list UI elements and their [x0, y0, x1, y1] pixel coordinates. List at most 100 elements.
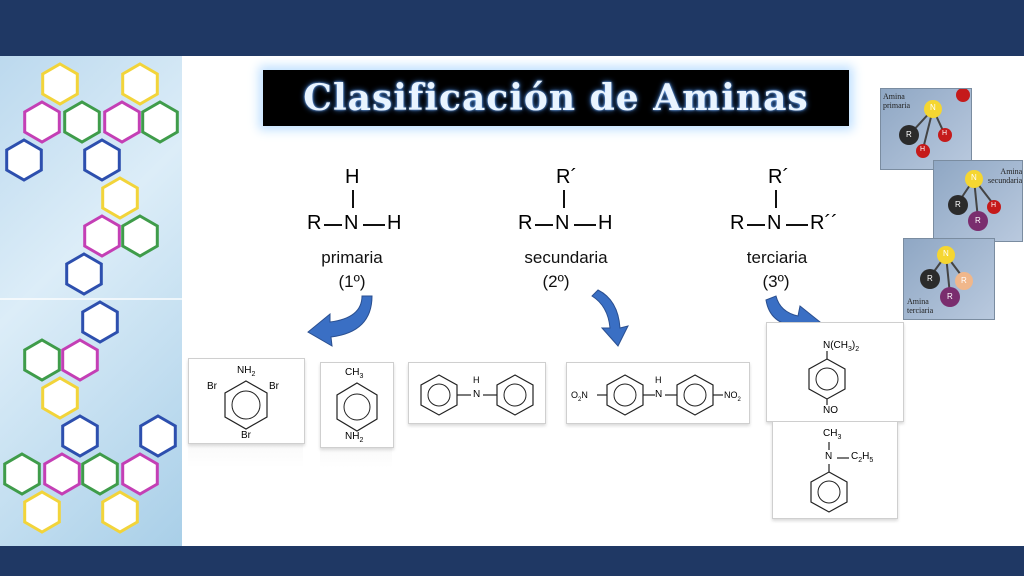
group-text: C	[851, 451, 859, 462]
bond-vertical	[352, 190, 354, 208]
atom-top: H	[345, 166, 360, 188]
group-subscript: 3	[359, 373, 364, 380]
caption-line-1: Amina	[907, 297, 929, 306]
atom-h: H	[991, 202, 997, 209]
class-label: primaria	[321, 248, 383, 267]
benzene-ring-graphic	[336, 382, 378, 432]
atom-n: N	[655, 389, 663, 400]
order-label: (3º)	[762, 272, 790, 291]
benzene-ring-graphic	[808, 351, 846, 405]
group-subscript: 2	[359, 437, 364, 444]
bond-right	[363, 224, 385, 226]
benzene-ring-graphic	[224, 380, 268, 430]
group-text: NO	[724, 390, 738, 400]
title-banner: Clasificación de Aminas	[263, 70, 849, 126]
benzene-ring-graphic	[810, 442, 849, 513]
atom-h: H	[473, 375, 480, 385]
bottom-frame-bar	[0, 546, 1024, 576]
atom-r: R	[975, 216, 981, 225]
group-text: NH	[345, 431, 360, 442]
group-subscript-2: 2	[855, 346, 860, 353]
group-subscript: 2	[578, 396, 582, 403]
group-text: O	[571, 390, 579, 400]
page-title: Clasificación de Aminas	[303, 77, 809, 119]
molecule-tribromoanilina: NH2 Br Br Br	[188, 358, 305, 444]
atom-n: N	[930, 103, 936, 112]
group-nh2: NH2	[237, 365, 255, 378]
group-subscript-2: 5	[869, 457, 874, 464]
molecule-model-graphic	[899, 89, 970, 158]
top-frame-bar	[0, 0, 1024, 56]
atom-r: R	[947, 292, 953, 301]
group-text: CH	[823, 428, 838, 439]
reflection-shadow	[320, 448, 392, 468]
group-text-o: O	[830, 405, 839, 416]
arrow-primaria-icon	[307, 295, 373, 347]
molecule-etilmetilanilina: CH3 N C2H5	[772, 422, 898, 519]
bond-left	[324, 224, 342, 226]
group-subscript: 3	[848, 346, 852, 353]
atom-center: N	[555, 212, 570, 234]
hexagon-pattern-graphic	[0, 62, 182, 534]
atom-r: R	[927, 274, 933, 283]
atom-h: H	[920, 146, 926, 153]
bond-left	[747, 224, 765, 226]
group-no2: NO2	[724, 390, 741, 403]
atom-center: N	[344, 212, 359, 234]
bond-right	[574, 224, 596, 226]
atom-right: H	[387, 212, 402, 234]
group-subscript-1: 2	[858, 457, 863, 464]
caption-line-2: terciaria	[907, 306, 934, 315]
molecule-difenilamina: H N	[408, 362, 546, 424]
atom-center: N	[767, 212, 782, 234]
order-label: (2º)	[542, 272, 570, 291]
bond-vertical	[563, 190, 565, 208]
group-ch3: CH3	[823, 428, 841, 441]
atom-n: N	[473, 389, 481, 400]
atom-right: R´´	[810, 212, 838, 234]
group-ch3: CH3	[345, 367, 363, 380]
group-text-n: N	[581, 390, 588, 400]
group-text-n: N	[823, 405, 831, 416]
atom-n: N	[943, 249, 949, 258]
molecule-toluidina: CH3 NH2	[320, 362, 394, 448]
class-label: secundaria	[524, 248, 608, 267]
molecule-model-graphic	[948, 170, 1001, 231]
group-n-dimethyl: N(CH3)2	[823, 340, 859, 353]
atom-n: N	[971, 173, 977, 182]
group-subscript: 2	[737, 396, 741, 403]
atom-r: R	[961, 276, 967, 285]
atom-r: R	[906, 130, 912, 139]
atom-left: R	[730, 212, 745, 234]
molecule-dimetilnitrosoanilina: N(CH3)2 NO	[766, 322, 904, 422]
group-o2n: O2N	[571, 390, 588, 403]
bond-vertical	[775, 190, 777, 208]
atom-right: H	[598, 212, 613, 234]
arrow-secundaria-icon	[591, 289, 629, 347]
hexagon-decoration-panel	[0, 56, 182, 546]
group-br-right: Br	[269, 381, 279, 392]
order-label: (1º)	[338, 272, 366, 291]
atom-left: R	[518, 212, 533, 234]
caption-line-2: primaria	[883, 101, 911, 110]
group-c2h5: C2H5	[851, 451, 873, 464]
caption-line-1: Amina	[1000, 167, 1023, 176]
atom-top: R´	[768, 166, 790, 188]
bond-right	[786, 224, 808, 226]
group-subscript: 2	[251, 371, 256, 378]
group-paren: )	[851, 340, 856, 351]
atom-h: H	[655, 375, 662, 385]
atom-top: R´	[556, 166, 578, 188]
atom-n: N	[825, 451, 833, 462]
molecule-model-graphic	[920, 246, 973, 307]
class-label: terciaria	[746, 248, 808, 267]
molecule-dinitrodifenilamina: H N O2N NO2	[566, 362, 750, 424]
atom-left: R	[307, 212, 322, 234]
group-text: N(CH	[823, 340, 848, 351]
atom-h: H	[942, 130, 948, 137]
